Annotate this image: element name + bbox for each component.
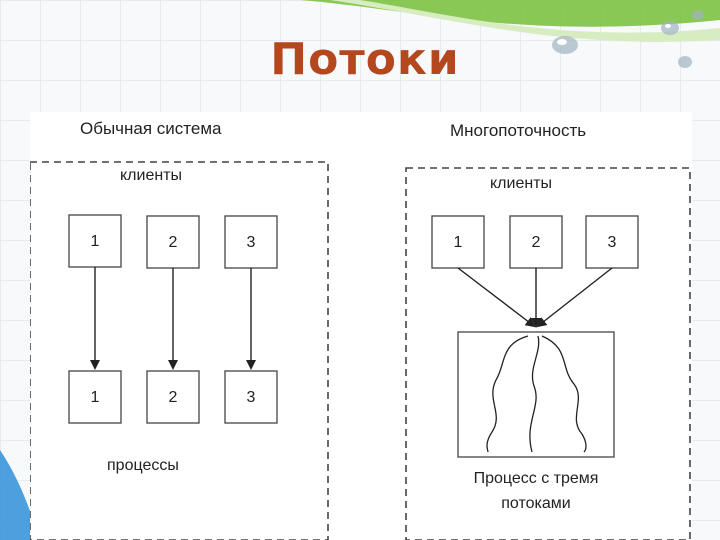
right-client-label-2: 2 <box>532 234 541 251</box>
right-process-label-line2: потоками <box>501 495 570 512</box>
left-client-label-2: 2 <box>169 234 178 251</box>
water-drops-decoration <box>552 10 704 68</box>
left-dashed-frame <box>30 161 329 540</box>
thread-line-1 <box>486 335 529 453</box>
left-client-boxes: 1 2 3 <box>68 214 278 269</box>
left-process-boxes: 1 2 3 <box>68 370 278 424</box>
right-process-label-line1: Процесс с тремя <box>474 470 599 487</box>
right-client-label-1: 1 <box>454 234 463 251</box>
right-client-boxes: 1 2 3 <box>431 215 639 269</box>
left-process-box-1 <box>68 370 122 424</box>
slide-title: Потоки <box>270 34 460 85</box>
header-wave-decoration <box>300 0 720 42</box>
right-arrow-3 <box>536 267 613 328</box>
right-client-box-2 <box>509 215 563 269</box>
left-client-label-3: 3 <box>247 234 256 251</box>
left-process-box-3 <box>224 370 278 424</box>
left-process-label-1: 1 <box>91 389 100 406</box>
thread-line-2 <box>529 335 540 453</box>
left-client-label-1: 1 <box>91 233 100 250</box>
left-process-box-2 <box>146 370 200 424</box>
right-arrow-1 <box>457 267 536 328</box>
left-clients-label: клиенты <box>120 167 182 184</box>
left-client-box-1 <box>68 214 122 268</box>
left-arrows <box>90 267 256 370</box>
left-heading: Обычная система <box>80 119 222 138</box>
left-process-label-2: 2 <box>169 389 178 406</box>
right-client-box-3 <box>585 215 639 269</box>
right-dashed-frame <box>405 167 691 540</box>
right-converging-arrows <box>457 267 613 328</box>
left-processes-label: процессы <box>107 457 179 474</box>
right-clients-label: клиенты <box>490 175 552 192</box>
left-process-label-3: 3 <box>247 389 256 406</box>
right-client-box-1 <box>431 215 485 269</box>
right-heading: Многопоточность <box>450 121 586 140</box>
threads-diagram: Обычная система клиенты 1 2 3 1 2 3 проц… <box>30 119 691 540</box>
right-process-box <box>457 331 615 458</box>
thread-lines <box>486 335 587 453</box>
left-client-box-3 <box>224 215 278 269</box>
right-client-label-3: 3 <box>608 234 617 251</box>
thread-line-3 <box>541 335 587 453</box>
diagram-panel: Обычная система клиенты 1 2 3 1 2 3 проц… <box>30 112 692 540</box>
